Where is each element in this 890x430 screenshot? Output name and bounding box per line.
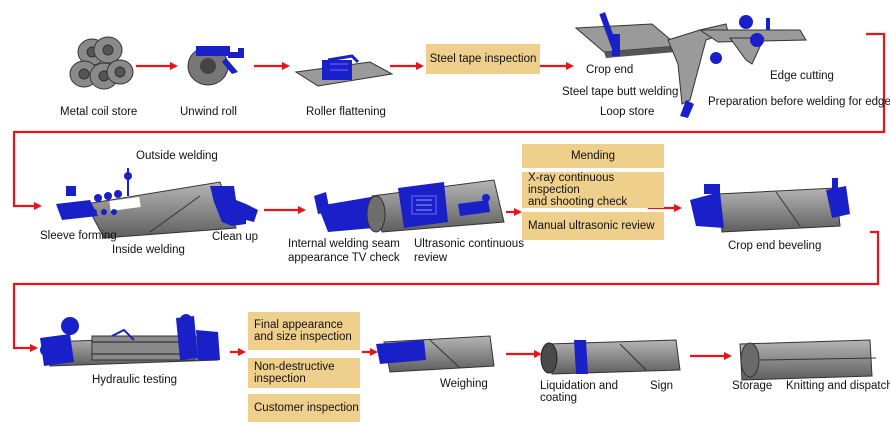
manual-ultrasonic-review-box: Manual ultrasonic review	[522, 212, 664, 240]
preparation-before-welding-label: Preparation before welding for edge	[708, 96, 890, 108]
steel-tape-inspection-box: Steel tape inspection	[426, 44, 540, 74]
flow-arrows	[12, 32, 886, 360]
storage-pipes-icon	[739, 339, 877, 381]
crop-end-beveling-icon	[690, 178, 850, 233]
unwind-roll-label: Unwind roll	[180, 106, 237, 118]
sleeve-forming-label: Sleeve forming	[40, 230, 117, 242]
edge-cutting-label: Edge cutting	[770, 70, 834, 82]
metal-coil-store-label: Metal coil store	[60, 106, 138, 118]
crop-end-label: Crop end	[586, 64, 634, 76]
customer-inspection-box: Customer inspection	[248, 394, 360, 422]
roller-flattening-label: Roller flattening	[306, 106, 386, 118]
non-destructive-box: Non-destructive inspection	[248, 358, 360, 388]
crop-end-weld-machine-icon	[574, 12, 807, 118]
liquidation-label-1: Liquidation and	[540, 380, 619, 392]
clean-up-label: Clean up	[212, 231, 259, 243]
internal-welding-seam-label-1: Internal welding seam	[288, 238, 400, 250]
flow-arrow	[12, 32, 886, 210]
inside-welding-label: Inside welding	[112, 244, 185, 256]
hydraulic-testing-label: Hydraulic testing	[92, 374, 178, 386]
final-appearance-box: Final appearance and size inspection	[248, 312, 360, 350]
ultrasonic-continuous-label-1: Ultrasonic continuous	[414, 238, 524, 250]
weighing-label: Weighing	[440, 378, 488, 390]
internal-welding-seam-label-2: appearance TV check	[288, 252, 400, 264]
hydraulic-testing-machine-icon	[40, 314, 220, 367]
steel-tape-butt-welding-label: Steel tape butt welding	[562, 86, 679, 98]
weighing-icon	[376, 335, 495, 373]
knitting-dispatch-label: Knitting and dispatch	[786, 380, 890, 392]
liquidation-coating-icon	[540, 339, 681, 375]
loop-store-label: Loop store	[600, 106, 655, 118]
sign-label: Sign	[650, 380, 674, 392]
crop-end-beveling-label: Crop end beveling	[728, 240, 822, 252]
flow-arrow	[12, 230, 880, 352]
xray-inspection-box: X-ray continuous inspection and shooting…	[522, 172, 664, 208]
ultrasonic-review-icon	[366, 179, 505, 233]
final-appearance-line-1: Final appearance	[254, 319, 343, 331]
storage-label: Storage	[732, 380, 773, 392]
sleeve-forming-machine-icon	[56, 168, 258, 239]
ultrasonic-continuous-label-2: review	[414, 252, 448, 264]
liquidation-label-2: coating	[540, 392, 578, 404]
non-destructive-line-2: inspection	[254, 373, 306, 385]
outside-welding-label: Outside welding	[136, 150, 218, 162]
unwind-roll-icon	[187, 46, 244, 86]
metal-coil-icon	[69, 36, 134, 90]
xray-line-1: X-ray continuous inspection	[528, 172, 615, 196]
final-appearance-line-2: and size inspection	[254, 331, 352, 343]
non-destructive-line-1: Non-destructive	[254, 361, 335, 373]
roller-flattening-icon	[294, 54, 394, 87]
xray-line-2: and shooting check	[528, 196, 628, 208]
mending-box: Mending	[522, 144, 664, 168]
